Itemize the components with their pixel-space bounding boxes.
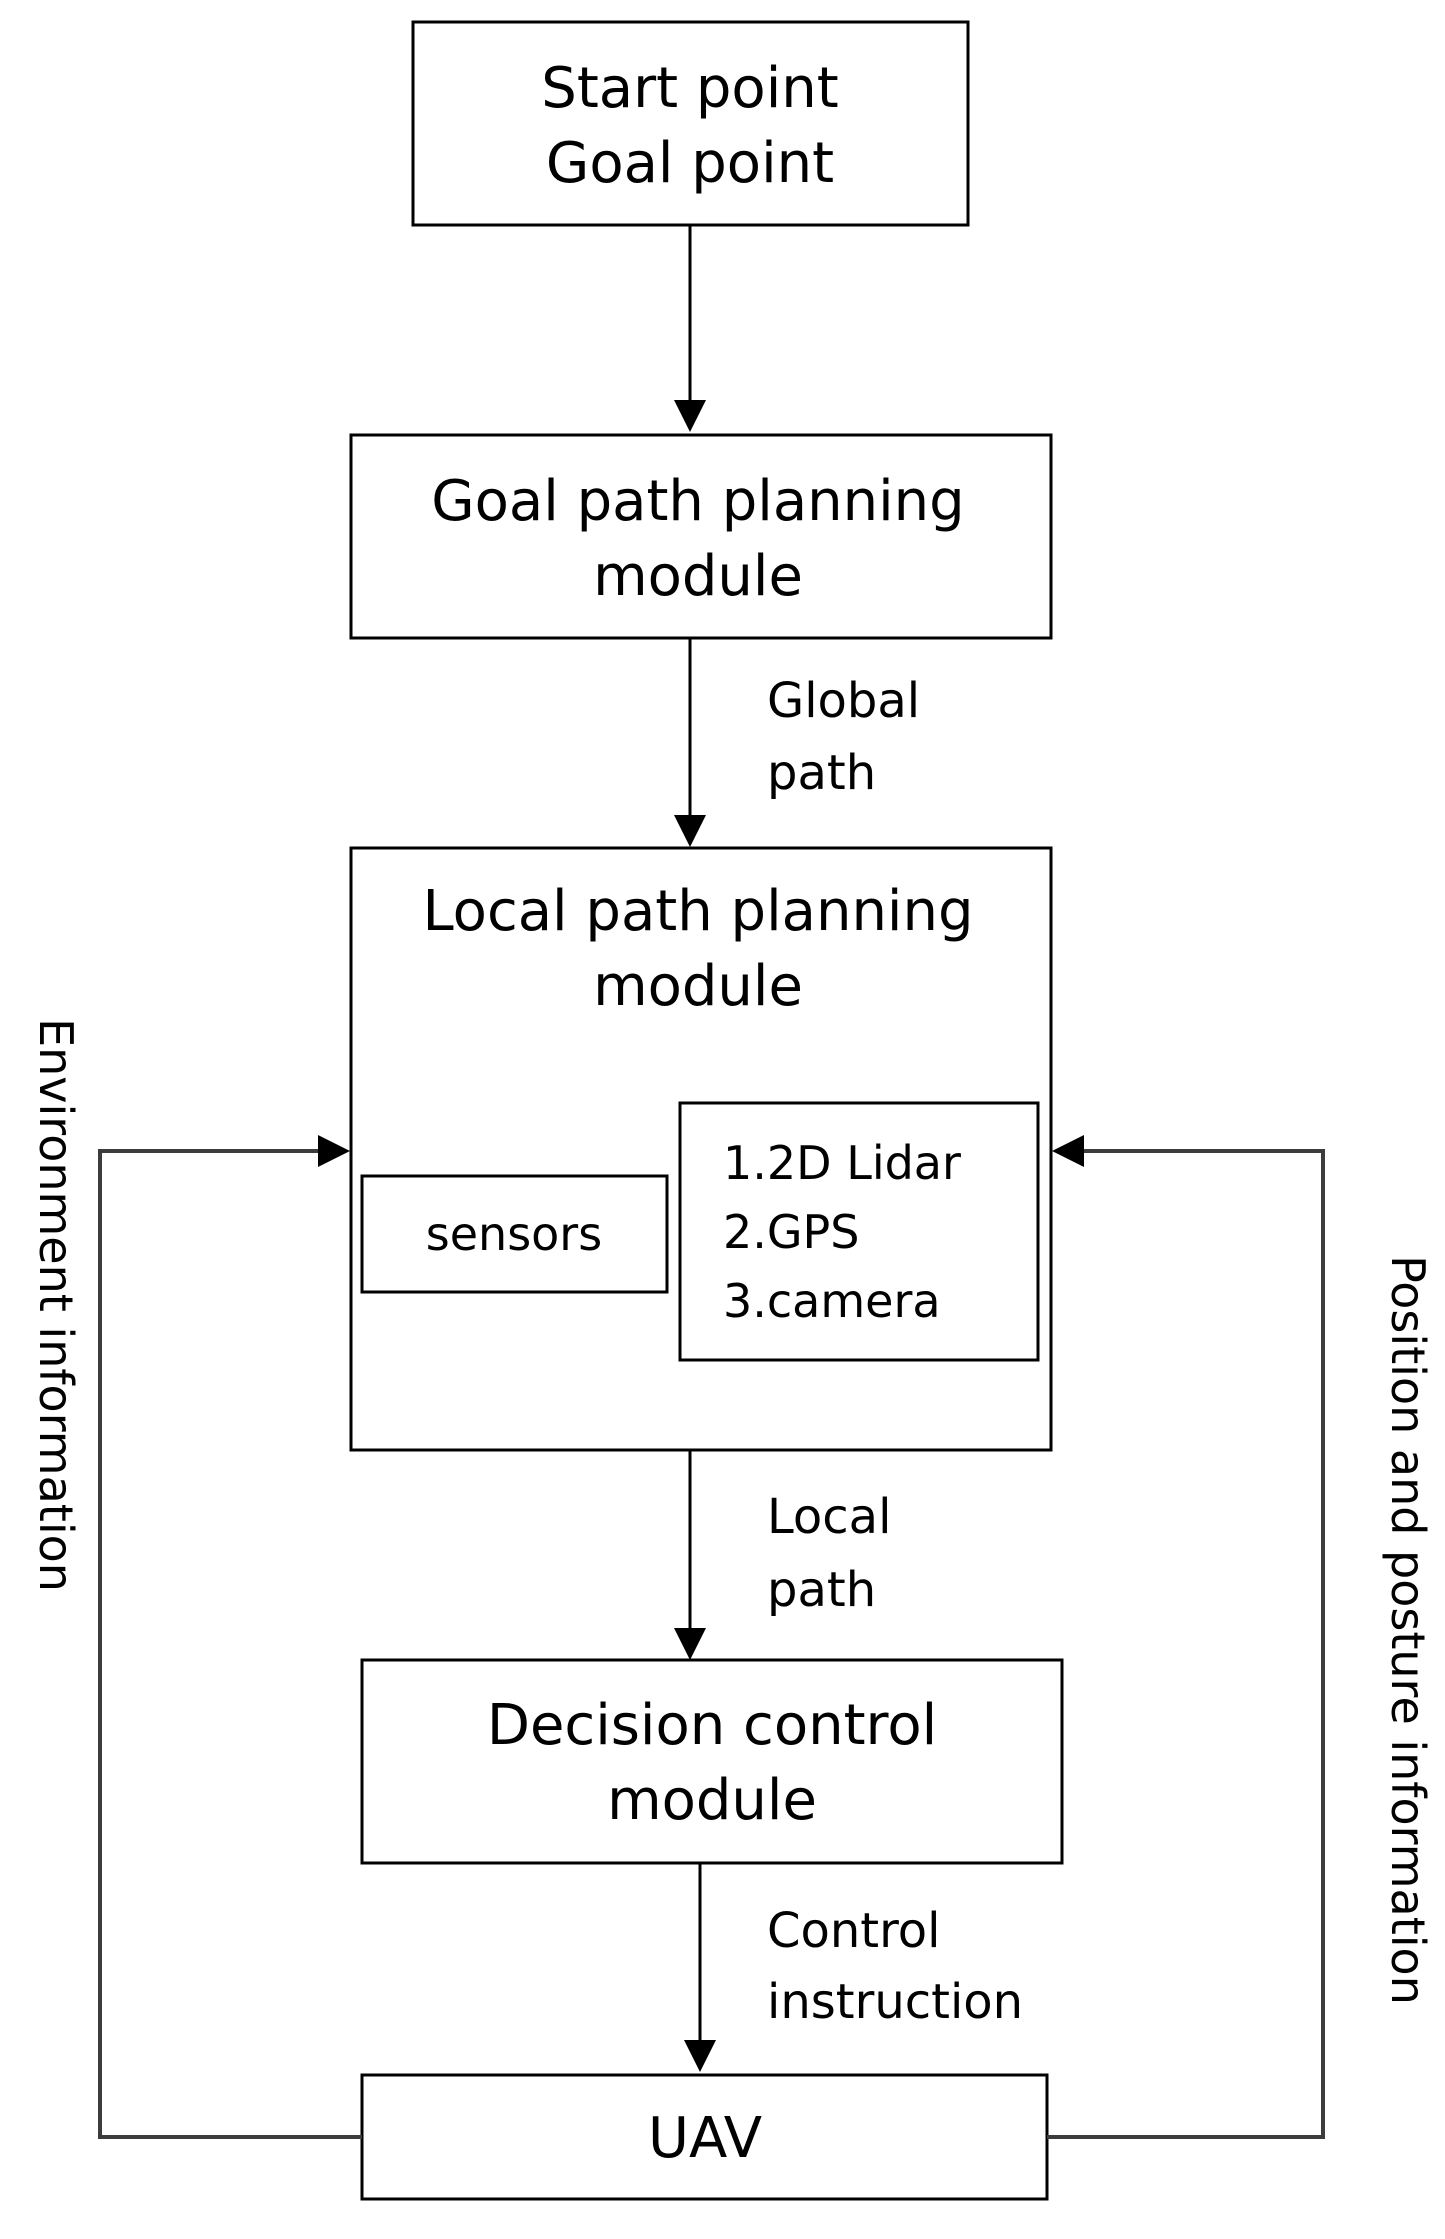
local-planning-label-line1: Local path planning (422, 879, 973, 944)
local-path-label-line2: path (767, 1562, 876, 1618)
arrow-control-instruction: Control instruction (684, 1863, 1023, 2072)
environment-feedback-loop: Environment information (29, 1018, 362, 2139)
goal-point-label: Goal point (546, 131, 834, 196)
local-path-planning-node: Local path planning module sensors 1.2D … (349, 846, 1053, 1452)
uav-node: UAV (360, 2073, 1049, 2201)
start-goal-node: Start point Goal point (411, 20, 970, 227)
goal-planning-label-line1: Goal path planning (431, 469, 964, 534)
decision-label-line2: module (607, 1768, 817, 1833)
sensor-item-gps: 2.GPS (723, 1205, 859, 1259)
goal-planning-label-line2: module (593, 544, 803, 609)
position-feedback-loop: Position and posture information (1047, 1135, 1435, 2139)
uav-label: UAV (648, 2106, 762, 2171)
arrow-local-path: Local path (674, 1450, 891, 1660)
sensors-node: sensors (360, 1174, 669, 1294)
global-path-label-line1: Global (767, 673, 920, 729)
environment-information-label: Environment information (29, 1018, 83, 1592)
arrow-start-to-goal-planning (674, 225, 706, 432)
sensor-item-camera: 3.camera (723, 1274, 941, 1328)
sensors-label: sensors (426, 1207, 602, 1261)
control-label-line2: instruction (767, 1974, 1023, 2030)
decision-label-line1: Decision control (487, 1693, 937, 1758)
control-label-line1: Control (767, 1903, 941, 1959)
goal-path-planning-node: Goal path planning module (349, 433, 1053, 640)
local-planning-label-line2: module (593, 954, 803, 1019)
global-path-label-line2: path (767, 745, 876, 801)
local-path-label-line1: Local (767, 1489, 891, 1545)
position-posture-information-label: Position and posture information (1381, 1255, 1435, 2005)
sensor-item-lidar: 1.2D Lidar (723, 1136, 961, 1190)
decision-control-node: Decision control module (360, 1658, 1064, 1865)
start-point-label: Start point (541, 56, 838, 121)
arrow-global-path: Global path (674, 638, 920, 847)
sensor-list-node: 1.2D Lidar 2.GPS 3.camera (678, 1101, 1040, 1362)
